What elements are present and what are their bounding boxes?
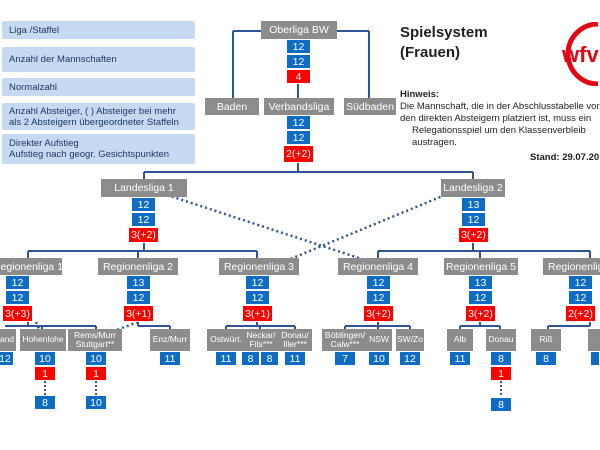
regionenliga-3-relegated: 3(+1): [242, 305, 273, 322]
regionenliga-2-normal: 12: [126, 290, 151, 305]
bezirk-enz-murr: Enz/Murr: [150, 329, 190, 351]
landesliga-2-normal: 12: [461, 212, 486, 227]
bezirk-donau: Donau: [486, 329, 516, 351]
regionenliga-4-label: Regionenliga 4: [338, 258, 418, 275]
bezirk-hohenlohe-teams: 10: [34, 351, 56, 366]
bezirk-hohenlohe-lower: 8: [34, 395, 56, 410]
oberliga-label: Oberliga BW: [261, 21, 337, 39]
stand-date: Stand: 29.07.20: [530, 152, 600, 163]
bezirk-donau-iller-teams: 11: [284, 351, 306, 366]
regionenliga-2-teams: 13: [126, 275, 151, 290]
landesliga-1-relegated: 3(+2): [128, 227, 159, 243]
hint-line-1: Die Mannschaft, die in der Abschlusstabe…: [400, 101, 600, 112]
verbandsliga-normal: 12: [286, 130, 311, 145]
verbandsliga-relegated: 2(+2): [283, 145, 314, 163]
regionenliga-5-teams: 13: [468, 275, 493, 290]
oberliga-relegated: 4: [286, 69, 311, 84]
verbandsliga-label: Verbandsliga: [264, 98, 334, 115]
regionenliga-2-relegated: 3(+1): [123, 305, 154, 322]
bezirk-rems-murr-relegated: 1: [85, 366, 107, 381]
bezirk-rems-murr-teams: 10: [85, 351, 107, 366]
hint-line-3: Relegationsspiel um den Klassenverbleib: [412, 125, 586, 136]
legend-liga: Liga /Staffel: [2, 21, 195, 39]
bezirk-sw-zo-teams: 12: [399, 351, 421, 366]
bezirk-land: land: [0, 329, 16, 351]
suedbaden-label: Südbaden: [344, 98, 396, 115]
regionenliga-6-teams: 12: [568, 275, 593, 290]
legend-relegated: Anzahl Absteiger, ( ) Absteiger bei mehr…: [2, 103, 195, 130]
bezirk-neckar-fils: Neckar/ Fils***: [244, 329, 278, 351]
bezirk-neckar-fils-teams: 8: [241, 351, 260, 366]
regionenliga-3-teams: 12: [245, 275, 270, 290]
bezirk-ostwuert-teams: 11: [215, 351, 237, 366]
regionenliga-4-normal: 12: [366, 290, 391, 305]
legend-promotion-geo: Aufstieg nach geogr. Gesichtspunkten: [9, 149, 170, 160]
regionenliga-6-label: Regionenliga 6: [543, 258, 600, 275]
regionenliga-1-normal: 12: [5, 290, 30, 305]
bezirk-hohenlohe-relegated: 1: [34, 366, 56, 381]
bezirk-nsw-teams: 10: [368, 351, 390, 366]
bezirk-boeblingen-calw: Böblingen/ Calw***: [322, 329, 368, 351]
regionenliga-3-label: Regionenliga 3: [219, 258, 299, 275]
bezirk-ostwuert: Ostwürt.: [207, 329, 245, 351]
bezirk-land-teams: 12: [0, 351, 14, 366]
bezirk-sw-zo: SW/Zo: [396, 329, 424, 351]
bezirk-donau-teams: 8: [490, 351, 512, 366]
regionenliga-4-teams: 12: [366, 275, 391, 290]
oberliga-normal: 12: [286, 54, 311, 69]
landesliga-2-relegated: 3(+2): [458, 227, 489, 243]
bezirk-neckar-fils-teams-2: 8: [260, 351, 279, 366]
diagram-subtitle: (Frauen): [400, 44, 460, 61]
legend-promotion-direct: Direkter Aufstieg: [9, 138, 79, 149]
landesliga-1-label: Landesliga 1: [101, 179, 187, 197]
bezirk-alb: Alb: [447, 329, 473, 351]
bezirk-donau-lower: 8: [490, 397, 512, 412]
regionenliga-5-label: Regionenliga 5: [444, 258, 518, 275]
bezirk-nsw: NSW: [366, 329, 392, 351]
regionenliga-4-relegated: 3(+2): [363, 305, 394, 322]
bezirk-riss-teams: 8: [535, 351, 557, 366]
regionenliga-1-label: Regionenliga 1: [0, 258, 63, 275]
bezirk-enz-murr-teams: 11: [159, 351, 181, 366]
regionenliga-2-label: Regionenliga 2: [98, 258, 178, 275]
regionenliga-5-relegated: 3(+2): [465, 305, 496, 322]
regionenliga-1-relegated: 3(+3): [2, 305, 33, 322]
regionenliga-1-teams: 12: [5, 275, 30, 290]
bezirk-cutoff: [588, 329, 600, 351]
bezirk-hohenlohe: Hohenlohe: [20, 329, 66, 351]
bezirk-boeblingen-calw-teams: 7: [334, 351, 356, 366]
bezirk-riss: Riß: [531, 329, 561, 351]
regionenliga-6-normal: 12: [568, 290, 593, 305]
hint-line-2: den direkten Absteigern platziert ist, m…: [400, 113, 592, 124]
verbandsliga-teams: 12: [286, 115, 311, 130]
bezirk-alb-teams: 11: [449, 351, 471, 366]
bezirk-donau-relegated: 1: [490, 366, 512, 381]
regionenliga-6-relegated: 2(+2): [565, 305, 596, 322]
legend-normal: Normalzahl: [2, 78, 195, 96]
landesliga-1-normal: 12: [131, 212, 156, 227]
regionenliga-3-normal: 12: [245, 290, 270, 305]
landesliga-2-teams: 13: [461, 197, 486, 212]
wfv-logo: wfv: [560, 22, 600, 86]
bezirk-donau-iller: Donau/ Iller***: [278, 329, 312, 351]
legend-promotion: Direkter Aufstieg Aufstieg nach geogr. G…: [2, 134, 195, 164]
wfv-logo-mark: wfv: [561, 22, 599, 86]
bezirk-rems-murr-lower: 10: [85, 395, 107, 410]
bezirk-rems-murr: Rems/Murr Stuttgart**: [68, 329, 122, 351]
landesliga-2-label: Landesliga 2: [441, 179, 505, 197]
legend-teams: Anzahl der Mannschaften: [2, 47, 195, 72]
hint-line-4: austragen.: [412, 137, 457, 148]
regionenliga-5-normal: 12: [468, 290, 493, 305]
diagram-title: Spielsystem: [400, 24, 488, 41]
oberliga-teams: 12: [286, 39, 311, 54]
hint-title: Hinweis:: [400, 89, 440, 100]
landesliga-1-teams: 12: [131, 197, 156, 212]
svg-text:wfv: wfv: [561, 42, 599, 67]
baden-label: Baden: [205, 98, 259, 115]
